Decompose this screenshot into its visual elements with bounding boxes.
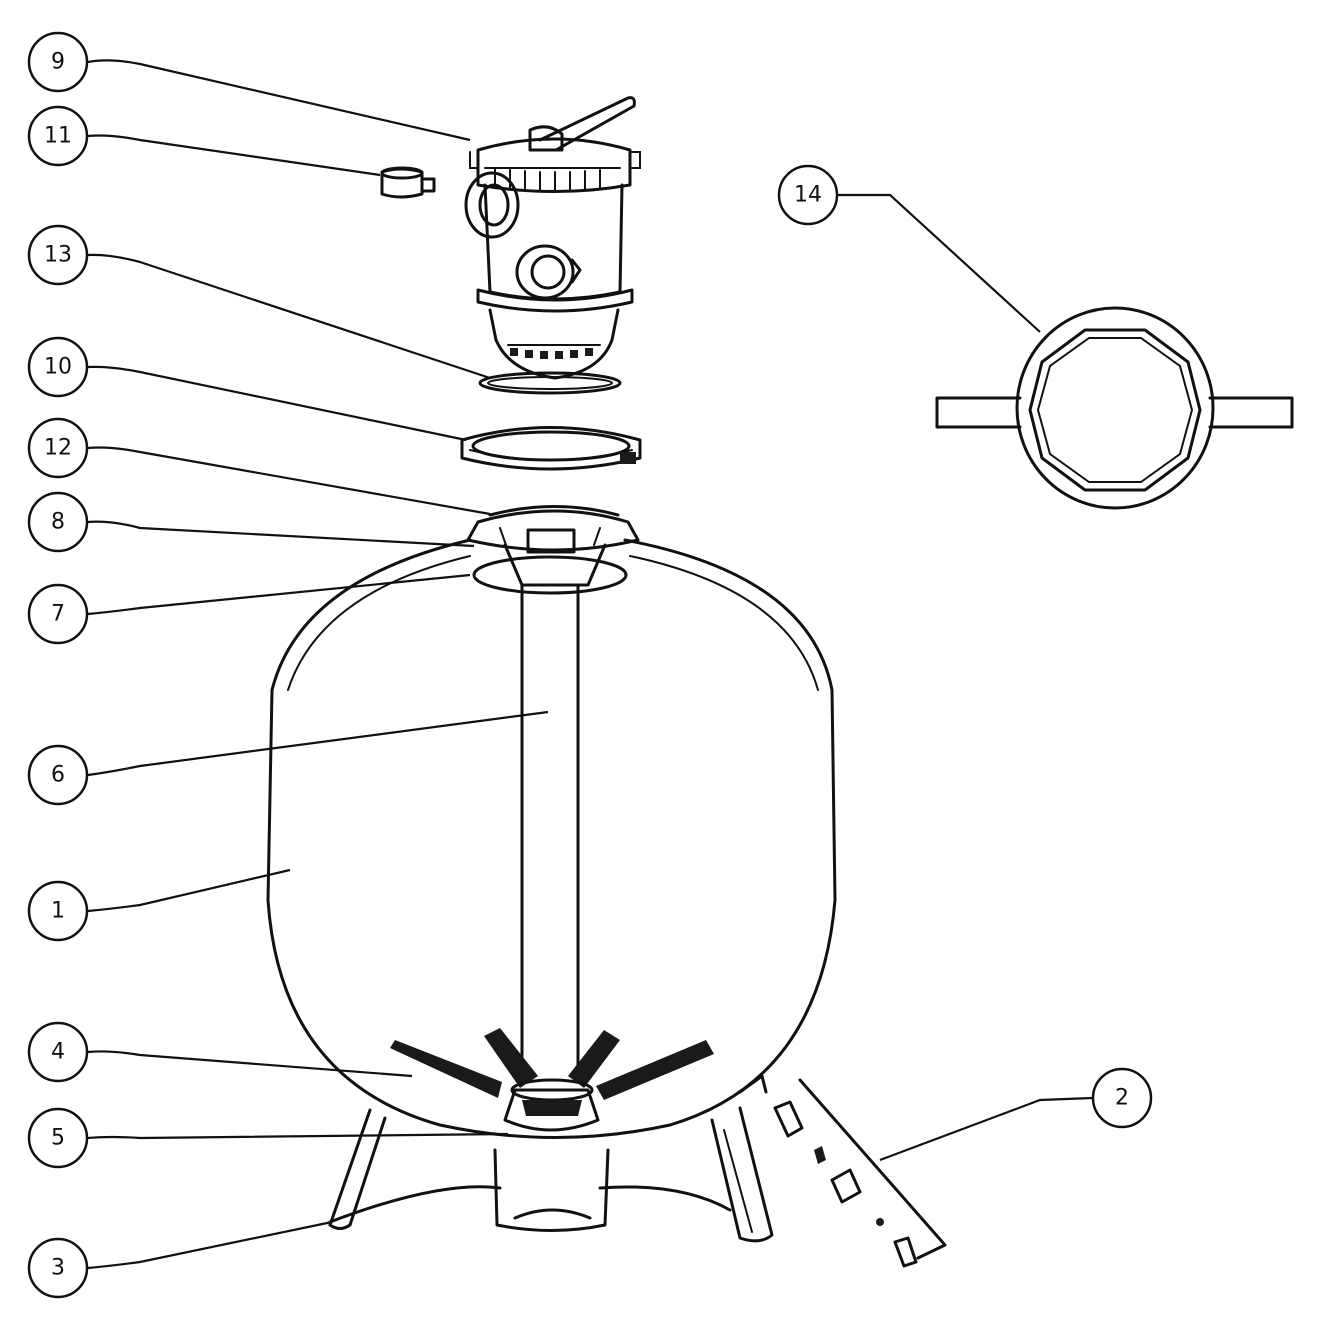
callouts: 9 11 13 10 12 8 7 6 xyxy=(27,31,1153,1299)
spanner-wrench xyxy=(935,306,1294,510)
callout-11: 11 xyxy=(27,105,89,167)
o-ring xyxy=(478,371,622,395)
callout-13: 13 xyxy=(27,224,89,286)
filter-tank xyxy=(266,505,837,1243)
svg-text:1: 1 xyxy=(51,899,65,924)
svg-text:8: 8 xyxy=(51,510,65,535)
callout-9: 9 xyxy=(27,31,89,93)
svg-text:13: 13 xyxy=(44,243,72,268)
callout-1: 1 xyxy=(27,880,89,942)
svg-text:2: 2 xyxy=(1115,1086,1129,1111)
svg-text:12: 12 xyxy=(44,436,72,461)
svg-text:4: 4 xyxy=(51,1040,65,1065)
svg-text:10: 10 xyxy=(44,355,72,380)
gauge-fitting xyxy=(380,166,436,199)
lateral-left xyxy=(390,1040,502,1098)
svg-text:5: 5 xyxy=(51,1126,65,1151)
callout-4: 4 xyxy=(27,1021,89,1083)
callout-5: 5 xyxy=(27,1107,89,1169)
svg-text:7: 7 xyxy=(51,602,65,627)
svg-text:9: 9 xyxy=(51,50,65,75)
callout-6: 6 xyxy=(27,744,89,806)
clamp-ring xyxy=(460,426,642,471)
callout-12: 12 xyxy=(27,417,89,479)
callout-7: 7 xyxy=(27,583,89,645)
svg-text:6: 6 xyxy=(51,763,65,788)
svg-text:14: 14 xyxy=(794,183,822,208)
fittings-kit xyxy=(773,1078,947,1268)
svg-text:11: 11 xyxy=(44,124,72,149)
callout-3: 3 xyxy=(27,1237,89,1299)
callout-2: 2 xyxy=(1091,1067,1153,1129)
callout-8: 8 xyxy=(27,491,89,553)
leader-lines xyxy=(87,59,1093,1270)
callout-14: 14 xyxy=(777,164,839,226)
multiport-valve xyxy=(464,96,641,380)
callout-10: 10 xyxy=(27,336,89,398)
svg-text:3: 3 xyxy=(51,1256,65,1281)
